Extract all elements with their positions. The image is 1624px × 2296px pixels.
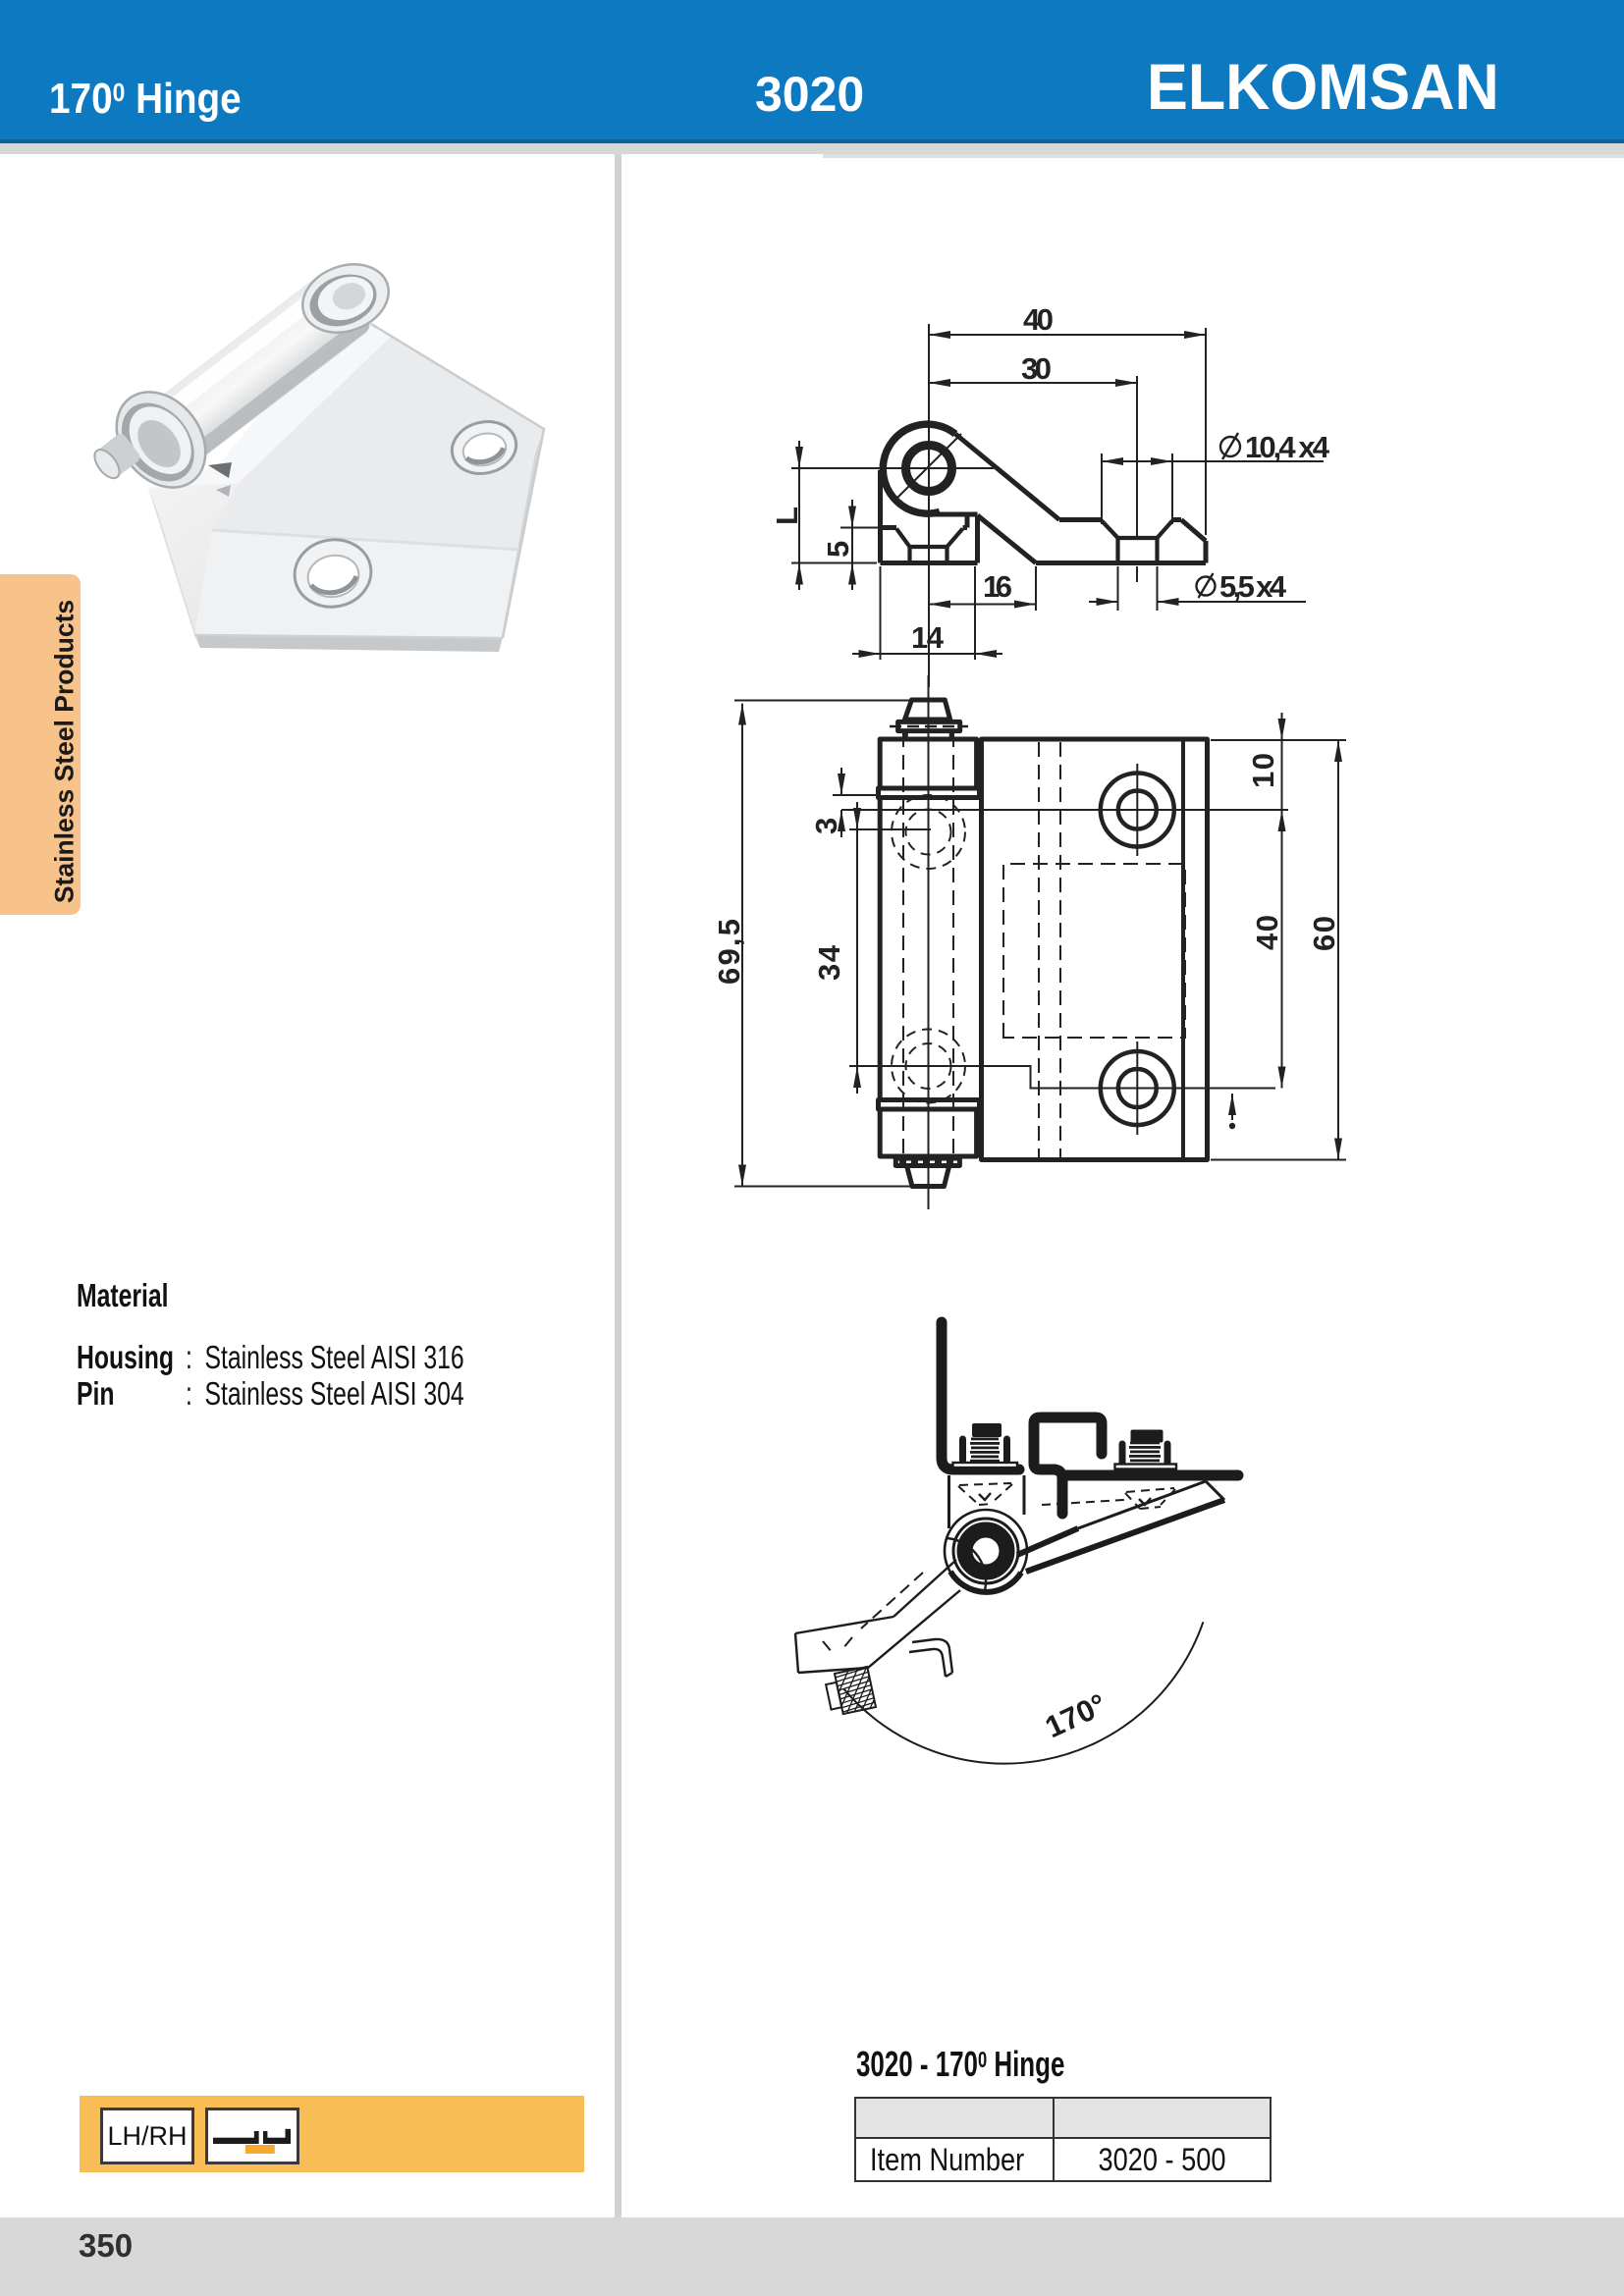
svg-text:5,5 x4: 5,5 x4 bbox=[1219, 569, 1287, 604]
svg-text:69,5: 69,5 bbox=[712, 919, 746, 985]
svg-text:3: 3 bbox=[809, 818, 843, 834]
svg-text:60: 60 bbox=[1307, 916, 1341, 951]
svg-text:L: L bbox=[770, 507, 804, 525]
svg-text:10,4 x4: 10,4 x4 bbox=[1245, 430, 1330, 464]
svg-text:30: 30 bbox=[1021, 351, 1052, 386]
svg-text:5: 5 bbox=[821, 541, 855, 558]
svg-text:34: 34 bbox=[812, 944, 846, 981]
svg-text:10: 10 bbox=[1246, 753, 1280, 788]
svg-text:16: 16 bbox=[983, 569, 1012, 604]
svg-text:14: 14 bbox=[911, 620, 945, 655]
svg-text:170°: 170° bbox=[1040, 1687, 1111, 1745]
svg-text:40: 40 bbox=[1250, 915, 1284, 950]
svg-text:40: 40 bbox=[1023, 302, 1054, 337]
